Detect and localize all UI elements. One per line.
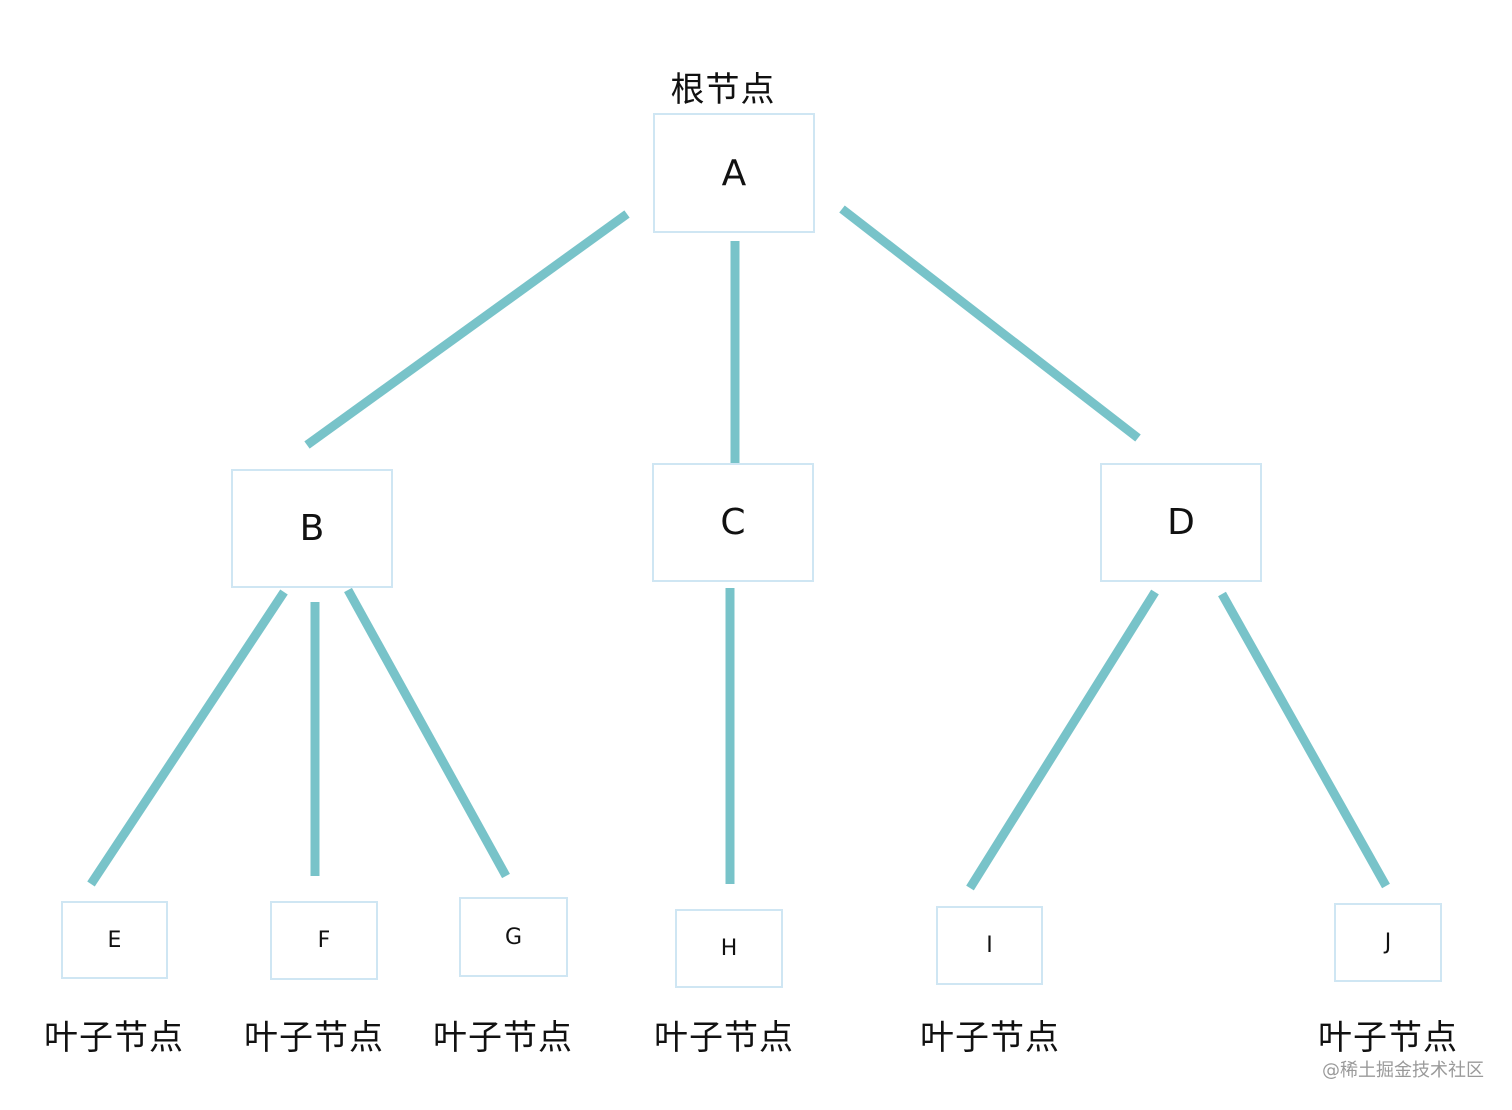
node-i: I xyxy=(936,906,1043,985)
node-b: B xyxy=(231,469,393,588)
root-caption: 根节点 xyxy=(670,70,776,110)
watermark: @稀土掘金技术社区 xyxy=(1322,1060,1484,1081)
edge-a-b xyxy=(304,210,630,449)
leaf-caption-e: 叶子节点 xyxy=(44,1018,184,1058)
node-h: H xyxy=(675,909,783,988)
edge-d-i xyxy=(966,589,1159,891)
node-f: F xyxy=(270,901,378,980)
node-j: J xyxy=(1334,903,1442,982)
node-g: G xyxy=(459,897,568,977)
node-e: E xyxy=(61,901,168,979)
leaf-caption-g: 叶子节点 xyxy=(433,1018,573,1058)
node-c: C xyxy=(652,463,814,582)
node-d: D xyxy=(1100,463,1262,582)
node-a: A xyxy=(653,113,815,233)
leaf-caption-h: 叶子节点 xyxy=(654,1018,794,1058)
edge-b-e xyxy=(87,589,288,887)
leaf-caption-i: 叶子节点 xyxy=(920,1018,1060,1058)
leaf-caption-f: 叶子节点 xyxy=(244,1018,384,1058)
leaf-caption-j: 叶子节点 xyxy=(1318,1018,1458,1058)
edge-d-j xyxy=(1218,591,1390,889)
edge-b-g xyxy=(344,587,510,879)
edge-a-d xyxy=(839,205,1141,442)
